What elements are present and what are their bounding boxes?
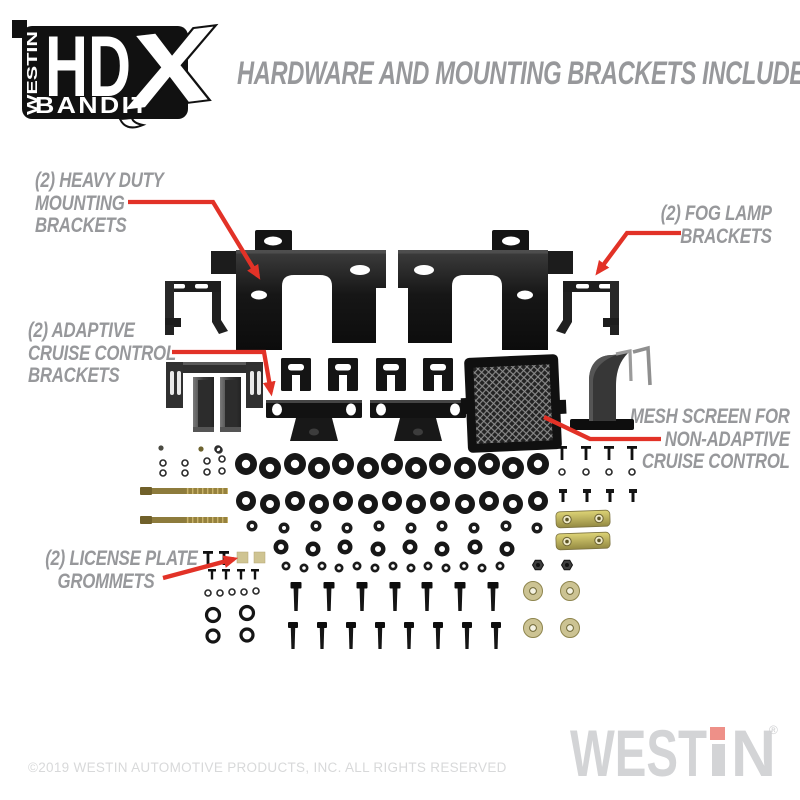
channel-piece [220,377,241,432]
logo-bandit: BANDIT [35,92,150,118]
o-rings [204,604,256,644]
tiny-washer-row [281,561,505,573]
medium-washer-row [236,491,548,514]
callout-mesh-screen: MESH SCREEN FOR NON-ADAPTIVE CRUISE CONT… [630,405,790,474]
callout-line: CRUISE CONTROL [28,341,176,365]
mesh-screen [460,354,567,453]
footer-logo-west: WEST [570,716,707,787]
callout-line: (2) FOG LAMP [661,202,772,225]
arrow-mesh-screen [543,415,661,442]
callout-line: MOUNTING [35,191,125,215]
callout-line: (2) LICENSE PLATE [45,547,198,570]
callout-fog-lamp-brackets: (2) FOG LAMP BRACKETS [661,202,773,248]
hex-bolt-row-top [290,582,499,611]
callout-adaptive-cruise-control-brackets: (2) ADAPTIVE CRUISE CONTROL BRACKETS [28,319,176,388]
hex-nuts [532,559,573,571]
callout-arrows [128,199,681,581]
callout-line: BRACKETS [35,214,127,238]
lower-support-brackets [266,400,466,441]
black-screws-right [557,446,637,502]
callout-line: MESH SCREEN FOR [630,405,790,428]
arrow-adaptive-cruise-brackets [172,349,276,397]
heavy-duty-mounting-bracket-left [211,230,386,350]
callout-line: (2) ADAPTIVE [28,319,135,342]
page-title: HARDWARE AND MOUNTING BRACKETS INCLUDED [237,55,800,91]
small-screws-and-washers-grid [158,445,226,477]
logo-background [22,26,188,119]
logo-swoosh [118,116,147,129]
small-washer-row [273,539,515,557]
hex-bolt-row-bottom [288,622,501,649]
callout-license-plate-grommets: (2) LICENSE PLATE GROMMETS [45,547,198,593]
license-plate-grommet [253,551,266,564]
footer-logo-i-stem [712,744,725,776]
license-plate-grommet [236,551,249,564]
fog-lamp-bracket-left [165,281,228,335]
registered-mark: ® [769,723,778,737]
adaptive-cruise-control-bracket-assembly [166,362,263,454]
footer-logo-n: N [731,716,776,787]
callout-line: GROMMETS [57,569,155,593]
copyright-text: ©2019 WESTIN AUTOMOTIVE PRODUCTS, INC. A… [28,760,507,775]
footer-logo-i-dot [710,727,725,740]
callout-line: (2) HEAVY DUTY [35,169,164,192]
large-washer-row [235,453,549,479]
callout-line: NON-ADAPTIVE [665,427,790,451]
mounting-clips [281,358,453,391]
zinc-plates [555,509,611,551]
arrow-heavy-duty-brackets [128,199,261,280]
fog-lamp-bracket-right [556,281,619,335]
westin-footer-logo: WEST N ® [570,716,778,787]
allen-keys [615,345,652,386]
callout-heavy-duty-mounting-brackets: (2) HEAVY DUTY MOUNTING BRACKETS [35,169,164,238]
logo-hd: HD [45,19,131,115]
hdx-bandit-logo: WESTIN HD X BANDIT [12,12,227,134]
brass-hex-bolts [140,487,228,524]
channel-piece [193,377,214,432]
arrow-fog-lamp-brackets [595,230,681,276]
callout-line: CRUISE CONTROL [642,450,790,474]
zinc-washers [523,581,580,638]
arrow-license-plate-grommets [162,555,239,581]
license-plate-grommet-cluster [203,551,266,597]
nut-row [246,520,543,534]
callout-line: BRACKETS [680,224,773,248]
callout-line: BRACKETS [28,364,120,388]
logo-brand-vertical: WESTIN [24,31,41,115]
heavy-duty-mounting-bracket-right [398,230,573,350]
pedestal-bracket [570,353,634,430]
